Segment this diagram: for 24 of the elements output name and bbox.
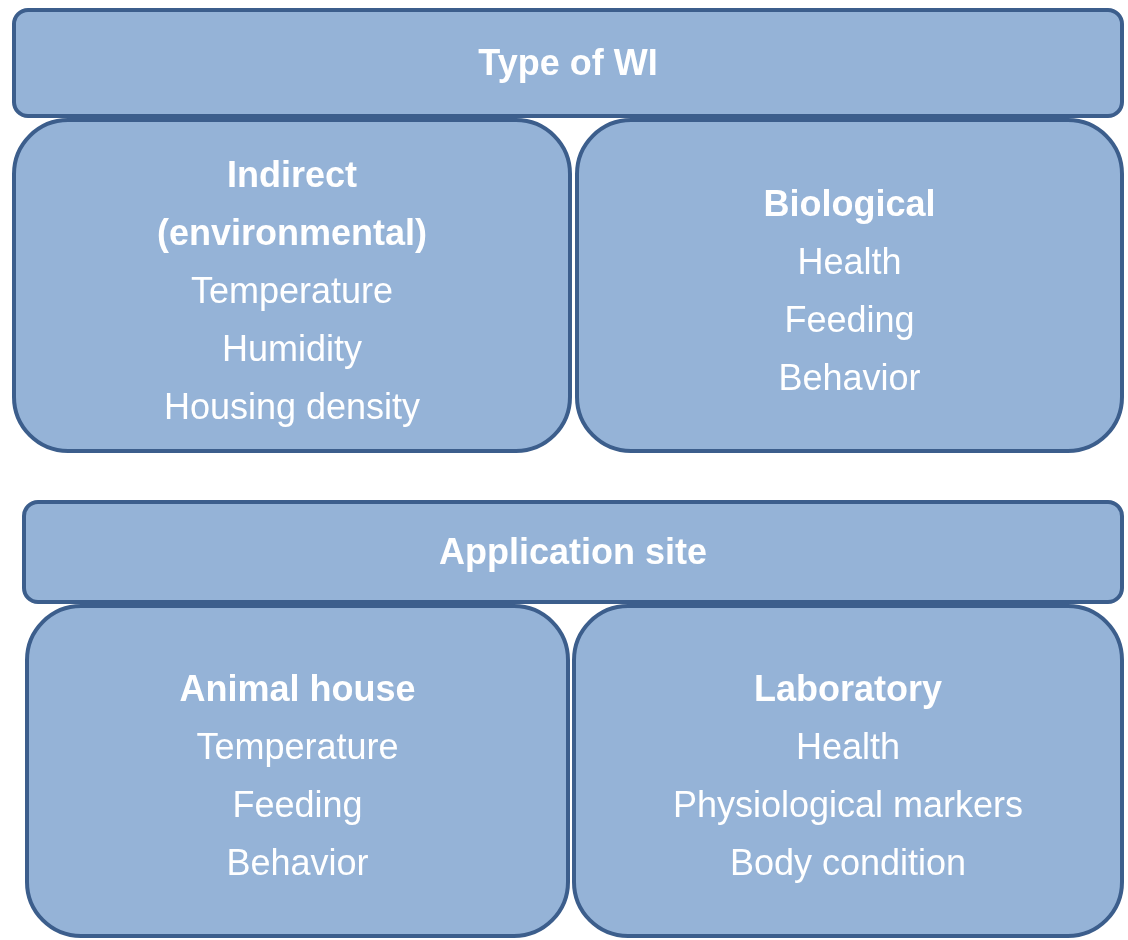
list-item: Housing density — [163, 384, 421, 429]
list-item: Physiological markers — [672, 783, 1024, 827]
list-item: Temperature — [196, 725, 399, 769]
category-card — [572, 604, 1124, 938]
band-title: Application site — [439, 530, 707, 574]
list-item: Behavior — [778, 355, 921, 400]
list-item: Humidity — [222, 326, 362, 371]
category-card — [575, 118, 1124, 453]
header-band — [22, 500, 1124, 604]
card-heading: Animal house — [179, 667, 416, 711]
card-heading: Laboratory — [753, 667, 942, 711]
list-item: Temperature — [190, 268, 394, 313]
list-item: Feeding — [784, 297, 915, 342]
header-band — [12, 8, 1124, 118]
category-card — [25, 604, 570, 938]
band-title: Type of WI — [478, 41, 658, 85]
list-item: Feeding — [232, 783, 363, 827]
list-item: Behavior — [226, 841, 369, 885]
list-item: Health — [797, 239, 902, 284]
card-heading: Biological — [763, 181, 936, 226]
card-heading: Indirect (environmental) — [155, 152, 428, 255]
list-item: Body condition — [729, 841, 967, 885]
category-card — [12, 118, 572, 453]
list-item: Health — [795, 725, 901, 769]
